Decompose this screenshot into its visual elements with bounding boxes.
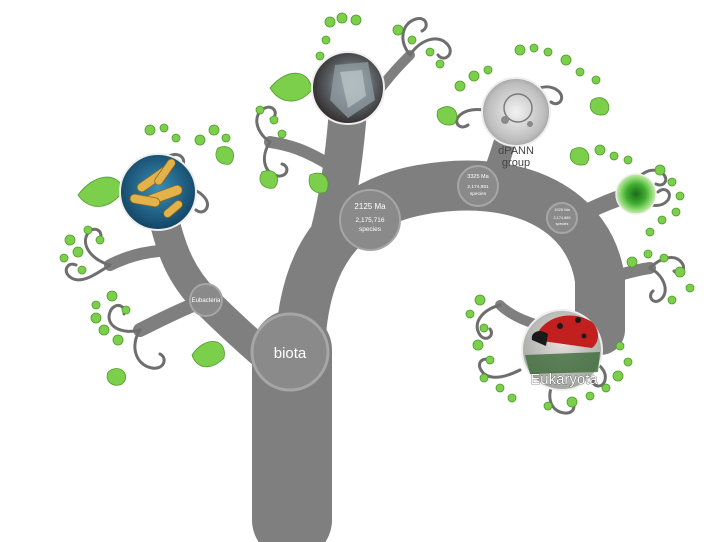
eukaryota-label: Eukaryota [530, 371, 598, 388]
node-1925-age: 1925 Ma [554, 207, 570, 212]
bacteria-photo[interactable] [119, 153, 197, 231]
node-2125-species: species [359, 226, 382, 233]
node-2125[interactable]: 2125 Ma 2,175,716 species [339, 189, 401, 251]
small-leaves [59, 12, 695, 411]
node-eubacteria[interactable]: Eubacteria [189, 283, 223, 317]
dpann-line1: dPANN [498, 145, 534, 157]
leaf-big-6 [259, 170, 278, 189]
node-3325-species: species [470, 191, 487, 197]
leaf-big-2 [269, 72, 313, 102]
branch-left-upper [104, 244, 186, 271]
node-3325-count: 2,174,991 [467, 184, 489, 190]
leaf-big-7 [436, 106, 458, 126]
node-1925-species: species [556, 222, 569, 226]
branch-small-a [264, 136, 336, 171]
ladybug-photo[interactable]: Eukaryota [521, 309, 603, 391]
branch-arch [275, 160, 625, 385]
node-root[interactable]: biota [250, 312, 330, 392]
trunk-group [104, 50, 656, 542]
node-3325[interactable]: 3325 Ma 2,174,991 species [457, 165, 499, 207]
eubacteria-label: Eubacteria [192, 298, 221, 304]
leaf-big-10 [106, 368, 127, 386]
branch-small-c [594, 262, 656, 286]
leaves [59, 12, 695, 411]
leaf-big-9 [589, 97, 610, 116]
dpann-line2: group [502, 157, 530, 169]
root-label: biota [274, 345, 307, 362]
dpann-photo[interactable]: dPANN group [481, 77, 551, 169]
archaea-photo[interactable] [311, 51, 385, 125]
algae-photo[interactable] [615, 173, 657, 215]
leaf-big-1 [77, 176, 125, 207]
leaf-big-3 [191, 341, 225, 368]
leaf-big-5 [215, 146, 234, 165]
node-3325-age: 3325 Ma [467, 174, 489, 180]
node-1925[interactable]: 1925 Ma 2,174,889 species [546, 202, 578, 234]
node-2125-count: 2,175,716 [356, 217, 385, 224]
leaf-big-4 [308, 172, 329, 194]
node-1925-count: 2,174,889 [554, 216, 571, 220]
leaf-big-8 [569, 147, 590, 166]
node-2125-age: 2125 Ma [354, 202, 386, 211]
